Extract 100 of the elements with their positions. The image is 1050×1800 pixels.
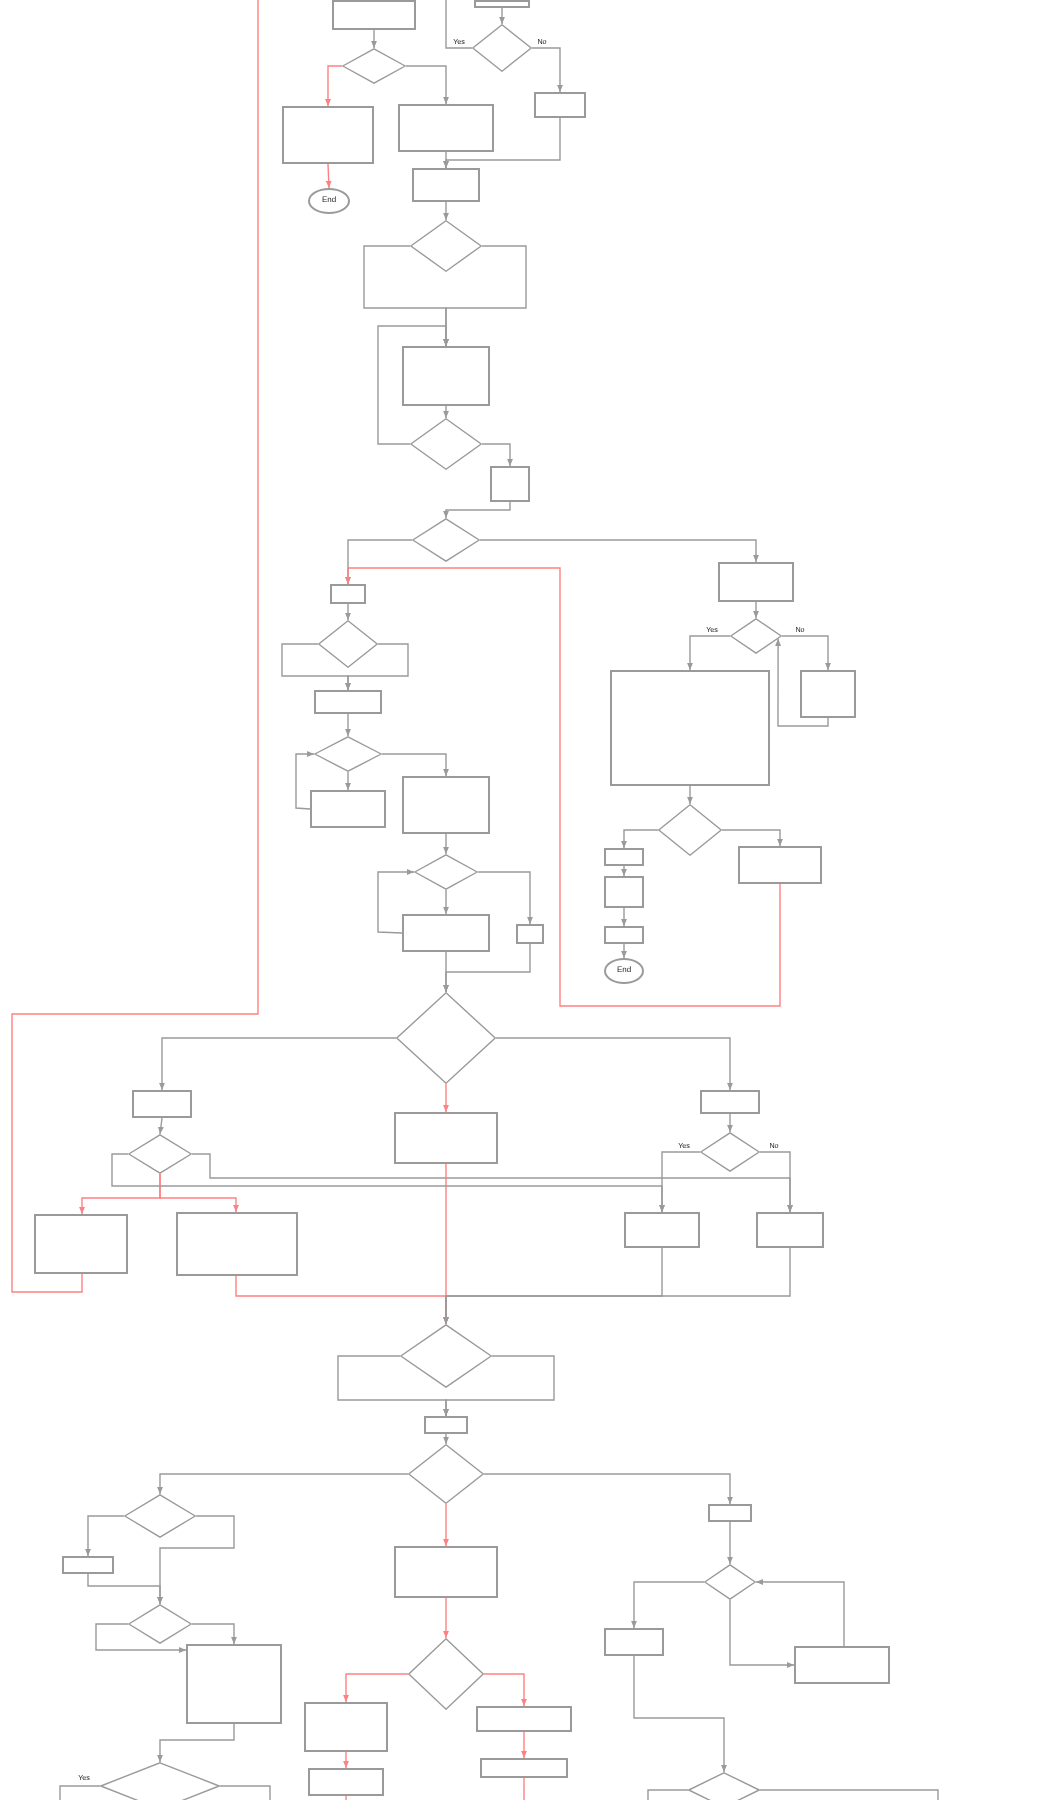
- arrow: [443, 833, 449, 855]
- arrow: [345, 713, 351, 737]
- connector-line: [219, 1785, 271, 1800]
- arrow: [531, 47, 563, 93]
- arrow: [483, 1673, 527, 1707]
- connector-line: [445, 0, 473, 49]
- decision-diamond: [688, 1772, 760, 1800]
- arrow: [405, 65, 449, 105]
- process-box: [700, 1090, 760, 1114]
- connector-line: [647, 1789, 689, 1800]
- process-box: [624, 1212, 700, 1248]
- arrow: [111, 1153, 665, 1213]
- arrow: [727, 1113, 733, 1133]
- decision-diamond: [314, 736, 382, 772]
- arrow: [159, 1173, 239, 1213]
- decision-diamond: [100, 1762, 220, 1800]
- arrow: [343, 1751, 349, 1769]
- process-box: [604, 848, 644, 866]
- arrow: [687, 635, 731, 671]
- arrow: [443, 889, 449, 915]
- process-box: [490, 466, 530, 502]
- decision-diamond: [412, 518, 480, 562]
- arrow: [443, 1503, 449, 1547]
- arrow: [87, 1573, 163, 1605]
- process-box: [398, 104, 494, 152]
- process-box: [176, 1212, 298, 1276]
- arrow: [325, 65, 343, 107]
- arrow: [727, 1521, 733, 1565]
- arrow: [631, 1581, 705, 1629]
- arrow: [759, 1151, 793, 1213]
- process-box: [308, 1768, 384, 1796]
- decision-diamond: [408, 1444, 484, 1504]
- arrow: [775, 638, 829, 727]
- arrow: [157, 1473, 409, 1495]
- arrow: [371, 29, 377, 49]
- arrow: [481, 443, 513, 467]
- connector-line: [11, 0, 259, 1293]
- process-box: [480, 1758, 568, 1778]
- process-box: [476, 1706, 572, 1732]
- decision-diamond: [128, 1604, 192, 1644]
- arrow: [157, 1723, 235, 1763]
- arrow: [499, 7, 505, 25]
- arrow: [729, 1599, 795, 1668]
- process-box: [402, 914, 490, 952]
- arrow: [781, 635, 831, 671]
- arrow: [443, 1355, 555, 1417]
- arrow: [621, 907, 627, 927]
- terminal-oval: [308, 188, 350, 214]
- arrow: [345, 771, 351, 791]
- decision-diamond: [414, 854, 478, 890]
- decision-diamond: [318, 620, 378, 668]
- process-box: [314, 690, 382, 714]
- decision-diamond: [410, 220, 482, 272]
- process-box: [534, 92, 586, 118]
- decision-diamond: [410, 418, 482, 470]
- arrow: [377, 869, 415, 934]
- arrow: [621, 943, 627, 959]
- process-box: [304, 1702, 388, 1752]
- arrow: [633, 1655, 727, 1773]
- process-box: [394, 1546, 498, 1598]
- arrow: [521, 1731, 527, 1759]
- arrow: [755, 1579, 845, 1647]
- arrow: [443, 201, 449, 221]
- arrow: [483, 1473, 733, 1505]
- terminal-oval: [604, 958, 644, 984]
- process-box: [756, 1212, 824, 1248]
- arrow: [477, 871, 533, 925]
- process-box: [604, 876, 644, 908]
- process-box: [474, 0, 530, 8]
- arrow: [621, 865, 627, 877]
- connector-line: [759, 1789, 939, 1800]
- arrow: [345, 643, 409, 691]
- process-box: [402, 776, 490, 834]
- process-box: [604, 1628, 664, 1656]
- process-box: [330, 584, 366, 604]
- arrow: [345, 603, 351, 621]
- arrow: [479, 539, 759, 563]
- process-box: [310, 790, 386, 828]
- decision-diamond: [472, 24, 532, 72]
- process-box: [604, 926, 644, 944]
- arrow: [687, 785, 693, 805]
- arrow: [157, 1117, 164, 1135]
- process-box: [394, 1112, 498, 1164]
- decision-diamond: [408, 1638, 484, 1710]
- arrow: [95, 1623, 187, 1653]
- arrow: [443, 1247, 791, 1325]
- process-box: [610, 670, 770, 786]
- arrow: [443, 943, 531, 993]
- decision-diamond: [128, 1134, 192, 1174]
- decision-diamond: [704, 1564, 756, 1600]
- connector-line: [523, 1777, 525, 1800]
- decision-diamond: [400, 1324, 492, 1388]
- arrow: [443, 1083, 449, 1113]
- arrow: [381, 753, 449, 777]
- decision-diamond: [700, 1132, 760, 1172]
- decision-diamond: [124, 1494, 196, 1538]
- arrow: [325, 163, 332, 189]
- process-box: [794, 1646, 890, 1684]
- arrow: [191, 1623, 237, 1645]
- process-box: [800, 670, 856, 718]
